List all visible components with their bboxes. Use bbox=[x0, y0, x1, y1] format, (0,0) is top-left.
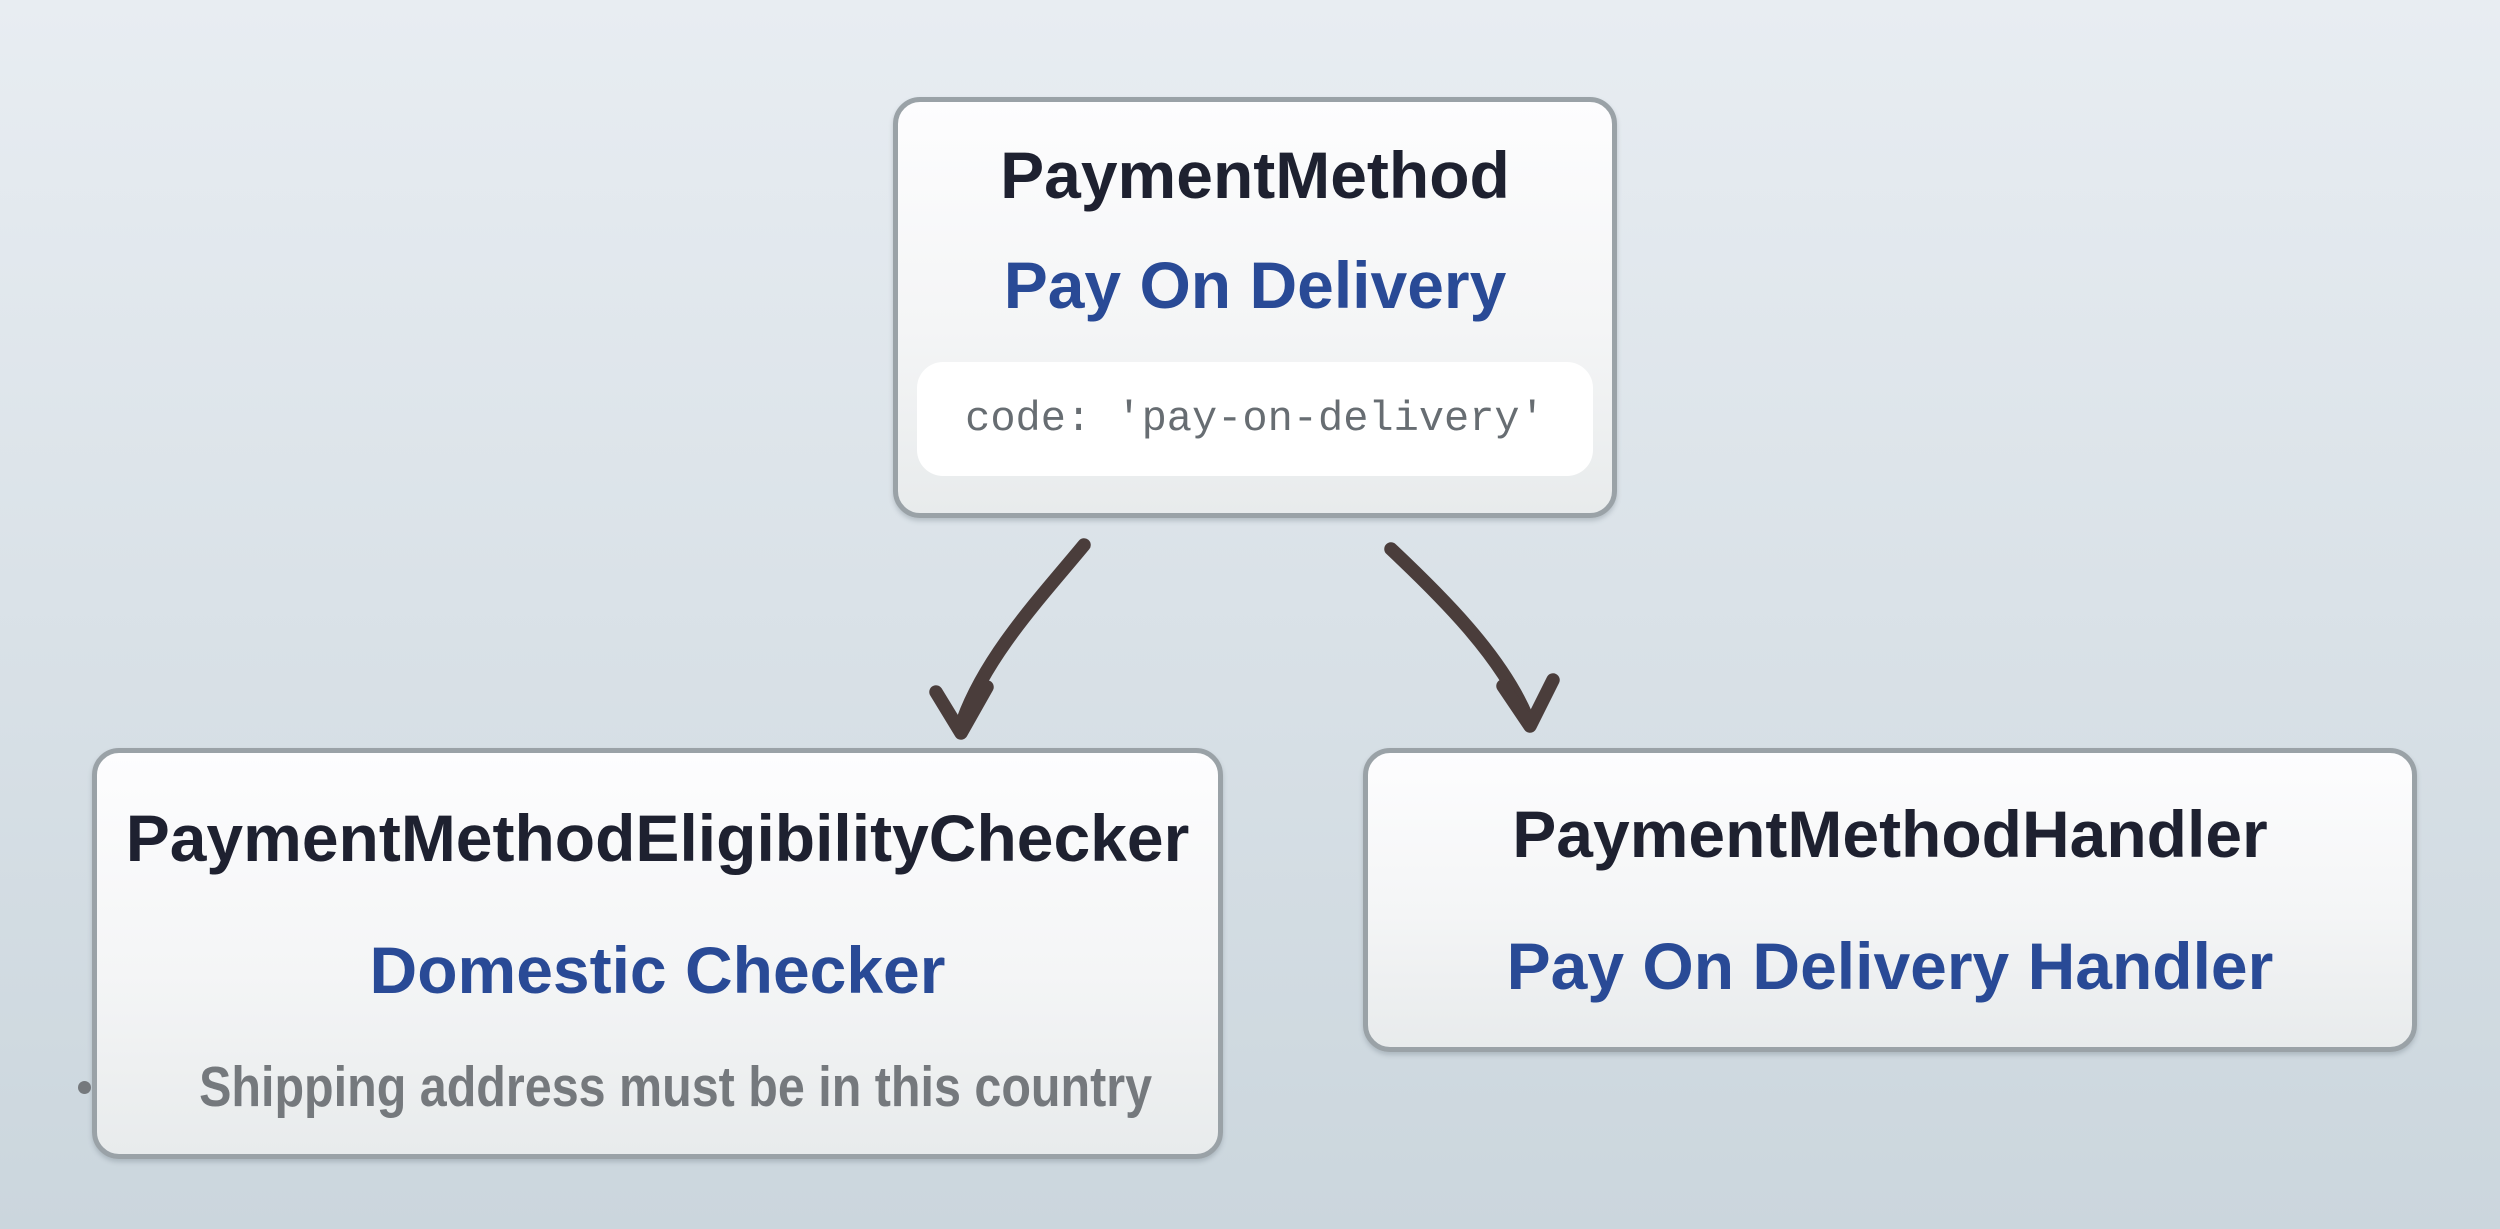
bullet-dot-icon bbox=[78, 1080, 92, 1094]
payment-method-code-pill: code: 'pay-on-delivery' bbox=[917, 362, 1593, 476]
payment-method-code: code: 'pay-on-delivery' bbox=[965, 395, 1545, 443]
payment-method-node: PaymentMethod Pay On Delivery code: 'pay… bbox=[893, 97, 1617, 518]
handler-subtitle: Pay On Delivery Handler bbox=[1506, 929, 2274, 1003]
payment-method-title: PaymentMethod bbox=[1000, 138, 1510, 212]
handler-title: PaymentMethodHandler bbox=[1512, 797, 2268, 871]
eligibility-checker-node: PaymentMethodEligibilityChecker Domestic… bbox=[78, 748, 1223, 1159]
arrow-to-eligibility-checker-icon bbox=[929, 538, 1091, 740]
eligibility-checker-title: PaymentMethodEligibilityChecker bbox=[125, 801, 1190, 875]
payment-method-subtitle: Pay On Delivery bbox=[1003, 248, 1507, 322]
eligibility-checker-rule-text: Shipping address must be in this country bbox=[199, 1055, 1153, 1119]
arrow-to-handler-icon bbox=[1384, 542, 1560, 733]
eligibility-checker-rule: Shipping address must be in this country bbox=[78, 1055, 1218, 1119]
handler-node: PaymentMethodHandler Pay On Delivery Han… bbox=[1363, 748, 2417, 1052]
eligibility-checker-subtitle: Domestic Checker bbox=[369, 933, 946, 1007]
